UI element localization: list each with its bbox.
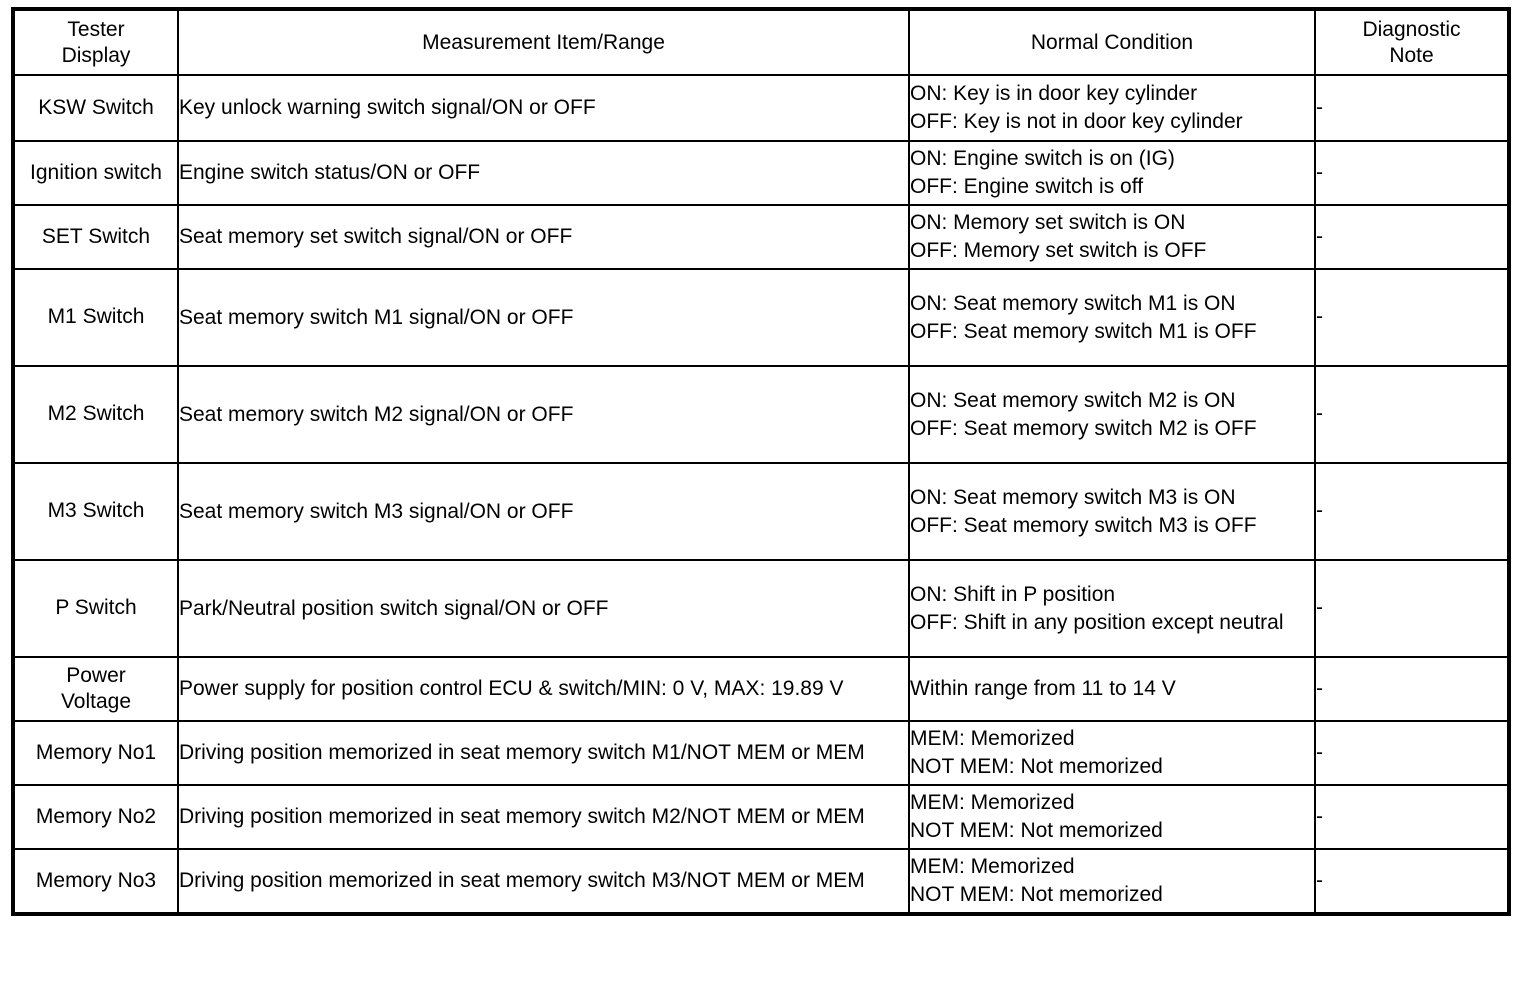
table-row: Power Voltage Power supply for position … bbox=[12, 656, 1510, 722]
cell-diagnostic-note: - bbox=[1314, 365, 1510, 464]
cell-diagnostic-note: - bbox=[1314, 204, 1510, 270]
cell-tester-display: Power Voltage bbox=[12, 656, 179, 722]
column-header-measurement-item-range: Measurement Item/Range bbox=[177, 8, 910, 76]
cell-normal-condition: ON: Memory set switch is ON OFF: Memory … bbox=[908, 204, 1316, 270]
cell-diagnostic-note: - bbox=[1314, 140, 1510, 206]
cell-normal-condition: ON: Seat memory switch M2 is ON OFF: Sea… bbox=[908, 365, 1316, 464]
tester-data-list-table: Tester Display Measurement Item/Range No… bbox=[11, 7, 1511, 916]
cell-normal-condition: ON: Seat memory switch M3 is ON OFF: Sea… bbox=[908, 462, 1316, 561]
column-header-diagnostic-note: Diagnostic Note bbox=[1314, 8, 1510, 76]
cell-measurement-item: Seat memory switch M2 signal/ON or OFF bbox=[177, 365, 910, 464]
cell-diagnostic-note: - bbox=[1314, 848, 1510, 915]
cell-diagnostic-note: - bbox=[1314, 656, 1510, 722]
cell-diagnostic-note: - bbox=[1314, 268, 1510, 367]
table-row: M2 Switch Seat memory switch M2 signal/O… bbox=[12, 365, 1510, 464]
cell-diagnostic-note: - bbox=[1314, 559, 1510, 658]
table-row: M1 Switch Seat memory switch M1 signal/O… bbox=[12, 268, 1510, 367]
table-row: Ignition switch Engine switch status/ON … bbox=[12, 140, 1510, 206]
cell-tester-display: P Switch bbox=[12, 559, 179, 658]
cell-tester-display: Memory No3 bbox=[12, 848, 179, 915]
cell-normal-condition: Within range from 11 to 14 V bbox=[908, 656, 1316, 722]
column-header-tester-display: Tester Display bbox=[12, 8, 179, 76]
cell-tester-display: KSW Switch bbox=[12, 74, 179, 142]
cell-measurement-item: Driving position memorized in seat memor… bbox=[177, 848, 910, 915]
table-row: M3 Switch Seat memory switch M3 signal/O… bbox=[12, 462, 1510, 561]
cell-tester-display: M1 Switch bbox=[12, 268, 179, 367]
cell-tester-display: Memory No2 bbox=[12, 784, 179, 850]
cell-diagnostic-note: - bbox=[1314, 462, 1510, 561]
cell-measurement-item: Driving position memorized in seat memor… bbox=[177, 720, 910, 786]
cell-diagnostic-note: - bbox=[1314, 784, 1510, 850]
column-header-normal-condition: Normal Condition bbox=[908, 8, 1316, 76]
cell-diagnostic-note: - bbox=[1314, 720, 1510, 786]
cell-normal-condition: ON: Key is in door key cylinder OFF: Key… bbox=[908, 74, 1316, 142]
table-row: SET Switch Seat memory set switch signal… bbox=[12, 204, 1510, 270]
cell-normal-condition: MEM: Memorized NOT MEM: Not memorized bbox=[908, 720, 1316, 786]
table-header: Tester Display Measurement Item/Range No… bbox=[12, 8, 1510, 76]
cell-normal-condition: ON: Shift in P position OFF: Shift in an… bbox=[908, 559, 1316, 658]
cell-normal-condition: ON: Engine switch is on (IG) OFF: Engine… bbox=[908, 140, 1316, 206]
cell-diagnostic-note: - bbox=[1314, 74, 1510, 142]
cell-normal-condition: MEM: Memorized NOT MEM: Not memorized bbox=[908, 848, 1316, 915]
cell-measurement-item: Driving position memorized in seat memor… bbox=[177, 784, 910, 850]
table-row: Memory No1 Driving position memorized in… bbox=[12, 720, 1510, 786]
cell-measurement-item: Seat memory set switch signal/ON or OFF bbox=[177, 204, 910, 270]
cell-measurement-item: Power supply for position control ECU & … bbox=[177, 656, 910, 722]
cell-tester-display: Memory No1 bbox=[12, 720, 179, 786]
cell-measurement-item: Key unlock warning switch signal/ON or O… bbox=[177, 74, 910, 142]
table-header-row: Tester Display Measurement Item/Range No… bbox=[12, 8, 1510, 76]
table-row: KSW Switch Key unlock warning switch sig… bbox=[12, 74, 1510, 142]
cell-tester-display: M2 Switch bbox=[12, 365, 179, 464]
table-row: Memory No3 Driving position memorized in… bbox=[12, 848, 1510, 915]
cell-measurement-item: Seat memory switch M3 signal/ON or OFF bbox=[177, 462, 910, 561]
cell-measurement-item: Seat memory switch M1 signal/ON or OFF bbox=[177, 268, 910, 367]
table-row: Memory No2 Driving position memorized in… bbox=[12, 784, 1510, 850]
cell-normal-condition: MEM: Memorized NOT MEM: Not memorized bbox=[908, 784, 1316, 850]
cell-normal-condition: ON: Seat memory switch M1 is ON OFF: Sea… bbox=[908, 268, 1316, 367]
cell-tester-display: Ignition switch bbox=[12, 140, 179, 206]
cell-tester-display: M3 Switch bbox=[12, 462, 179, 561]
table-row: P Switch Park/Neutral position switch si… bbox=[12, 559, 1510, 658]
table-body: KSW Switch Key unlock warning switch sig… bbox=[12, 74, 1510, 915]
cell-tester-display: SET Switch bbox=[12, 204, 179, 270]
cell-measurement-item: Park/Neutral position switch signal/ON o… bbox=[177, 559, 910, 658]
cell-measurement-item: Engine switch status/ON or OFF bbox=[177, 140, 910, 206]
